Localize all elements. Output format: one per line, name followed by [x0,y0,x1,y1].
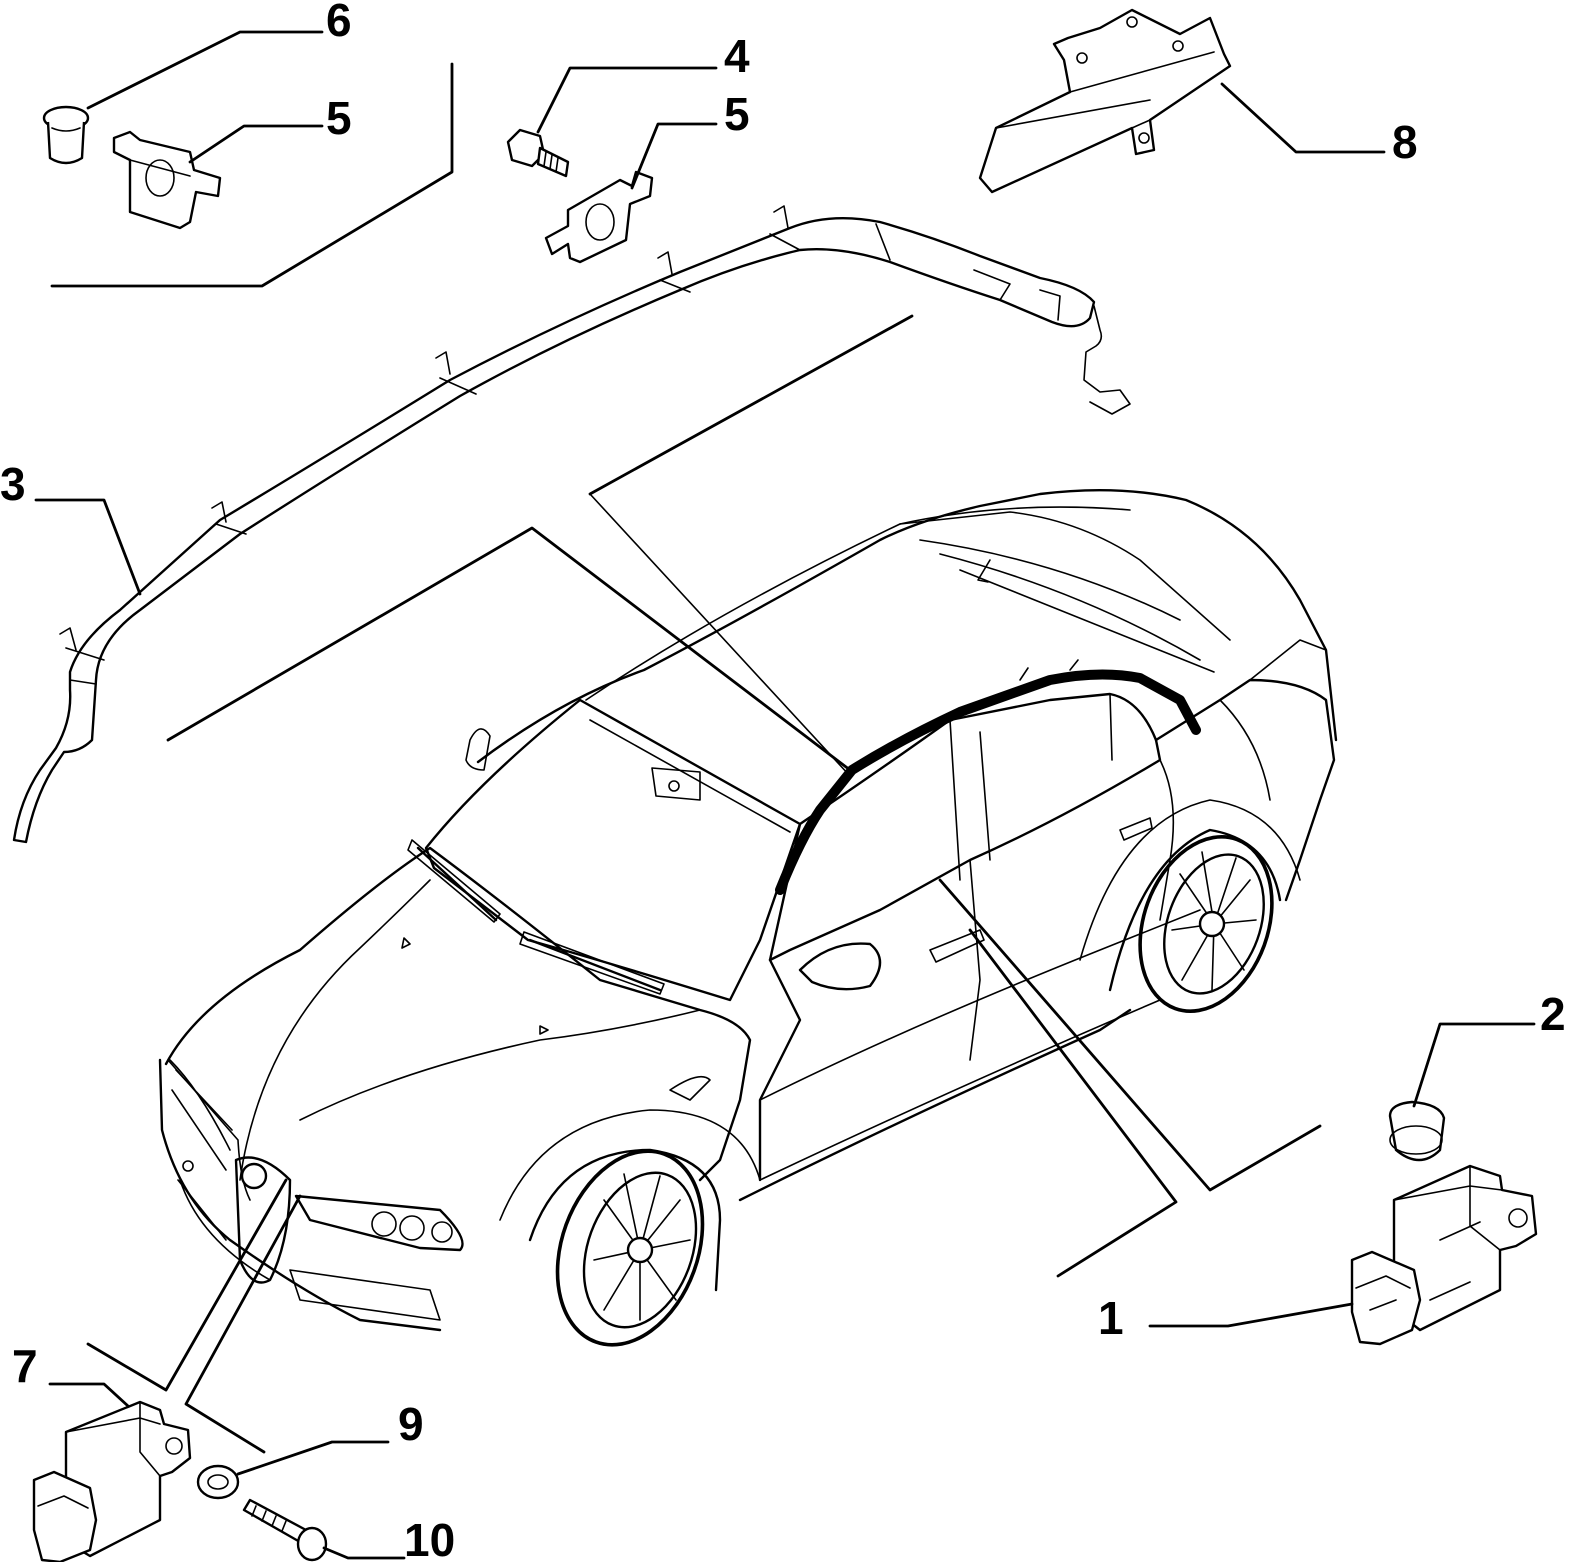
part-4-bolt [506,128,570,178]
callout-3: 3 [0,458,26,510]
callout-8: 8 [1392,116,1418,168]
callout-9: 9 [398,1398,424,1450]
car-illustration [158,488,1338,1347]
part-2-grommet [1388,1100,1446,1162]
part-7-sensor [32,1400,192,1562]
part-8-bracket [978,8,1232,194]
leader-lines [34,30,1536,1560]
callout-1: 1 [1098,1292,1124,1344]
callout-10: 10 [404,1514,455,1562]
callout-2: 2 [1540,988,1566,1040]
callout-5-right: 5 [724,88,750,140]
callout-6: 6 [326,0,352,46]
callout-7: 7 [12,1340,38,1392]
part-5-bracket-left [112,130,222,230]
part-6-clip [42,105,90,165]
part-1-sensor [1350,1164,1538,1346]
part-9-washer [196,1464,240,1500]
callout-4: 4 [724,30,750,82]
part-10-bolt [242,1498,328,1562]
part-3-curtain-airbag [12,205,1131,844]
callout-5-left: 5 [326,92,352,144]
part-5-bracket-right [544,170,654,264]
